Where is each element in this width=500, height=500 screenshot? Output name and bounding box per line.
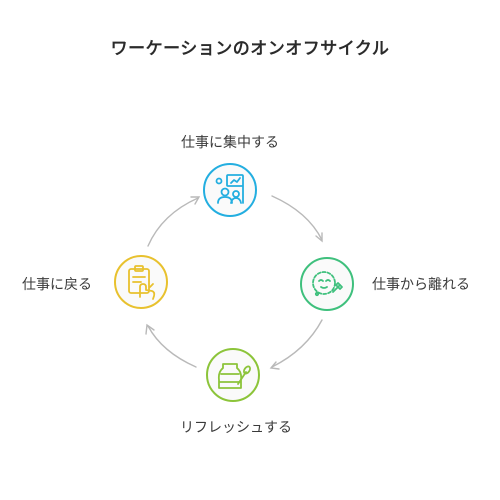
- step-return-node: [114, 255, 168, 309]
- step-label-focus: 仕事に集中する: [181, 135, 279, 151]
- step-label-refresh: リフレッシュする: [180, 420, 292, 436]
- step-label-return: 仕事に戻る: [22, 277, 92, 293]
- step-leave-node: [300, 257, 354, 311]
- team-board-icon: [215, 174, 244, 204]
- arrowhead-left-to-top: [190, 196, 201, 205]
- relax-face-icon: [312, 271, 343, 297]
- arrow-left-to-top: [147, 197, 199, 247]
- step-refresh-node: [206, 348, 260, 402]
- diagram-title: ワーケーションのオンオフサイクル: [110, 39, 390, 59]
- clipboard-hand-icon: [128, 265, 156, 300]
- arrowhead-right-to-bottom: [269, 361, 280, 370]
- step-focus-node: [203, 163, 257, 217]
- arrowhead-bottom-to-left: [145, 323, 155, 335]
- step-label-leave: 仕事から離れる: [372, 277, 470, 293]
- spa-jar-icon: [217, 363, 251, 389]
- arrow-right-to-bottom: [271, 319, 323, 368]
- arrow-top-to-right: [271, 195, 323, 241]
- arrow-bottom-to-left: [147, 325, 197, 368]
- arrowhead-top-to-right: [315, 232, 323, 243]
